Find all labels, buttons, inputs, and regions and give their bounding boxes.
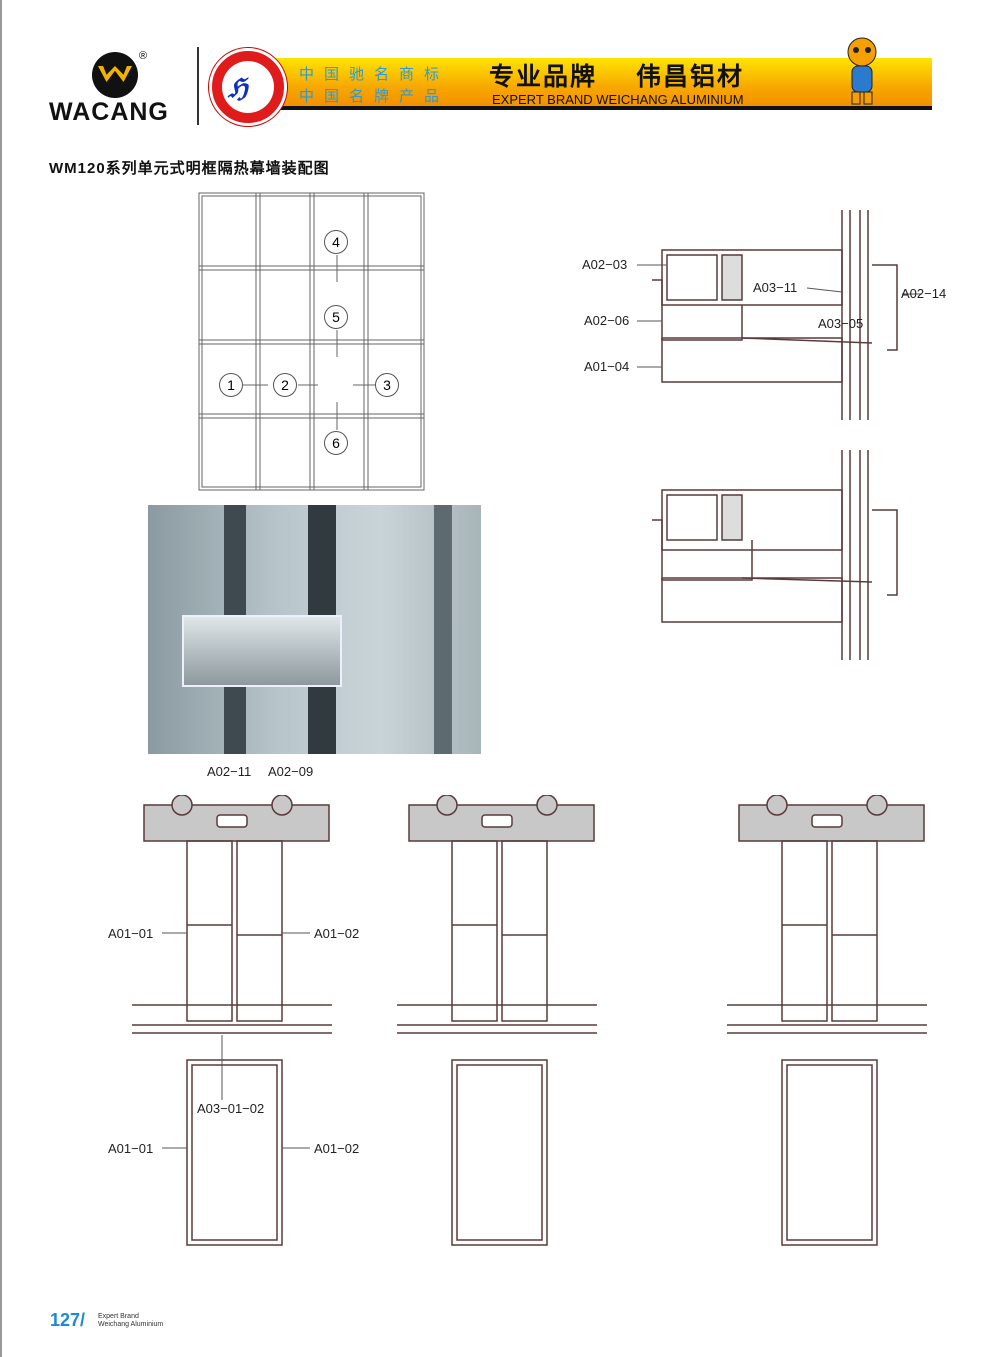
page-number: 127/: [50, 1310, 85, 1330]
logo-mark: [92, 52, 138, 98]
label-a03-11: A03−11: [753, 280, 798, 295]
page-slash: /: [80, 1310, 86, 1330]
seal-inner: [222, 61, 274, 113]
label-a02-09: A02−09: [268, 764, 314, 779]
marker-5: 5: [324, 305, 348, 329]
label-a02-03: A02−03: [582, 257, 628, 272]
profile-render-photo: [148, 505, 481, 754]
elevation-grid: [198, 192, 425, 491]
label-a01-01: A01−01: [108, 926, 154, 941]
label-a01-02: A01−02: [314, 926, 360, 941]
marker-2: 2: [273, 373, 297, 397]
label-a02-14: A02−14: [901, 286, 947, 301]
label-a01-02-lower: A01−02: [314, 1141, 360, 1156]
vertical-section-drawings: [132, 795, 928, 1246]
banner: [272, 58, 932, 110]
marker-3: 3: [375, 373, 399, 397]
registered-mark: ®: [139, 50, 148, 62]
label-a01-04: A01−04: [584, 359, 630, 374]
marker-1: 1: [219, 373, 243, 397]
banner-cn-line2: 中国名牌产品: [299, 88, 450, 105]
seal-logo-icon: ℌ: [228, 73, 248, 103]
label-a01-01-lower: A01−01: [108, 1141, 154, 1156]
slogan-en: EXPERT BRAND WEICHANG ALUMINIUM: [492, 92, 744, 107]
footer-line1: Expert Brand: [98, 1313, 139, 1320]
divider: [197, 47, 199, 125]
label-a02-06: A02−06: [584, 313, 630, 328]
banner-cn-line1: 中国驰名商标: [299, 66, 450, 83]
brand-name: WACANG: [49, 98, 169, 126]
marker-4: 4: [324, 230, 348, 254]
marker-6: 6: [324, 431, 348, 455]
horizontal-section-drawing: [637, 210, 922, 660]
footer-line2: Weichang Aluminium: [98, 1321, 164, 1328]
tiger-mascot-icon: [847, 37, 877, 105]
page-number-value: 127: [50, 1310, 81, 1330]
slogan: 专业品牌 伟昌铝材: [489, 63, 744, 91]
page-title: WM120系列单元式明框隔热幕墙装配图: [49, 160, 330, 177]
label-a03-01-02: A03−01−02: [197, 1101, 265, 1116]
label-a02-11: A02−11: [207, 764, 252, 779]
label-a03-05: A03−05: [818, 316, 864, 331]
